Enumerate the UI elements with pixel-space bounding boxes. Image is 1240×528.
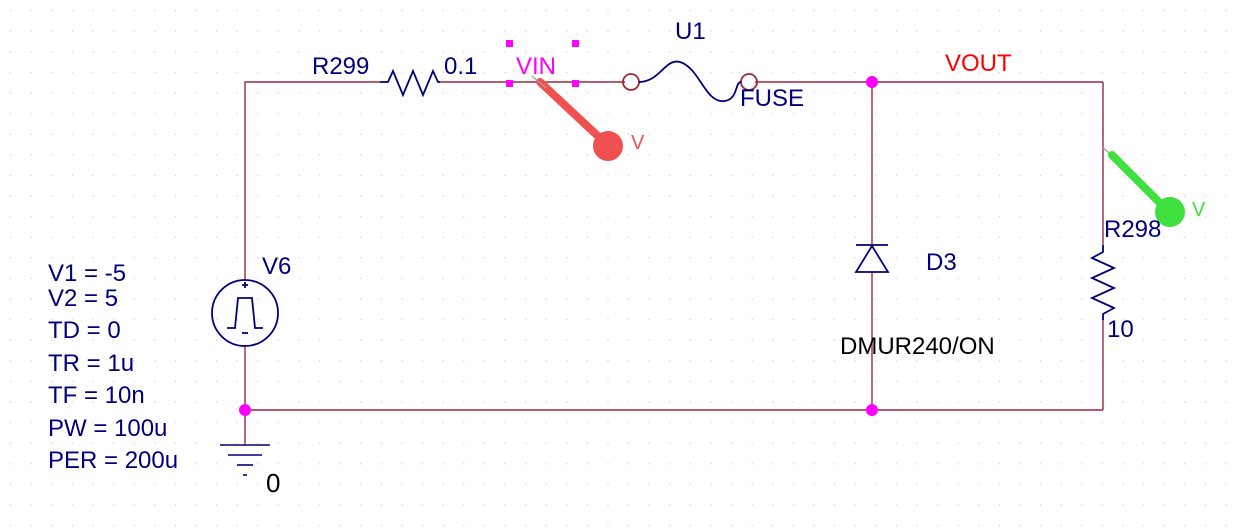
junction-dot	[866, 76, 878, 88]
v6-ref-label: V6	[262, 253, 292, 280]
v6-param: TF = 10n	[48, 382, 145, 409]
vout-net-label[interactable]: VOUT	[945, 50, 1012, 77]
d3-value-label: DMUR240/ON	[840, 333, 995, 360]
v6-param: TD = 0	[48, 317, 121, 344]
vin-probe-label: V	[631, 132, 645, 154]
ground-label: 0	[266, 468, 281, 498]
junctions	[239, 76, 878, 416]
d3-ref-label: D3	[926, 249, 957, 276]
junction-dot	[239, 404, 251, 416]
resistor-r298[interactable]	[1089, 245, 1117, 320]
r298-value-label: 10	[1107, 316, 1134, 343]
junction-dot	[866, 404, 878, 416]
vin-selection-handles	[506, 40, 579, 87]
v6-param: V2 = 5	[48, 284, 119, 312]
pulse-source-v6[interactable]	[211, 279, 279, 347]
vin-probe[interactable]	[531, 75, 623, 161]
u1-value-label: FUSE	[740, 85, 805, 112]
u1-ref-label: U1	[675, 18, 706, 45]
ground-symbol[interactable]	[220, 444, 270, 476]
v6-param: PW = 100u	[48, 414, 168, 442]
v6-param: TR = 1u	[48, 349, 135, 377]
v6-parameters[interactable]: V1 = -5 V2 = 5 TD = 0 TR = 1u TF = 10n P…	[48, 258, 178, 478]
v6-param: V1 = -5	[48, 260, 127, 287]
fuse-u1[interactable]	[622, 60, 758, 102]
diode-d3[interactable]	[854, 244, 890, 273]
wire-left-top[interactable]	[244, 81, 380, 280]
vout-probe-label: V	[1192, 199, 1206, 221]
vin-net-label[interactable]: VIN	[516, 53, 557, 80]
r299-value-label: 0.1	[444, 53, 478, 80]
wires	[244, 81, 1104, 445]
r298-ref-label: R298	[1104, 216, 1162, 243]
resistor-r299[interactable]	[380, 68, 440, 98]
v6-param: PER = 200u	[48, 447, 179, 474]
vout-probe[interactable]	[1102, 147, 1185, 227]
r299-ref-label: R299	[312, 53, 370, 80]
